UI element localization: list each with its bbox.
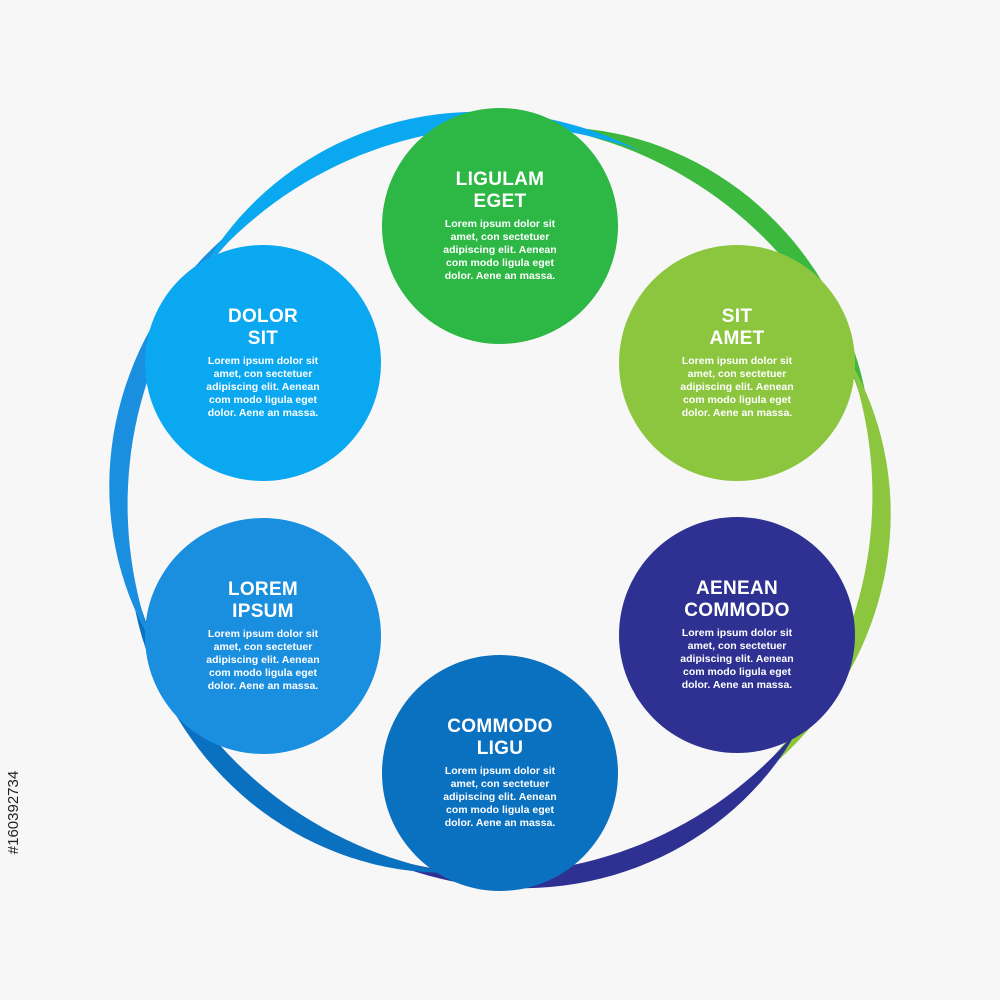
node-title: LIGULAM EGET xyxy=(455,169,545,212)
node-description: Lorem ipsum dolor sit amet, con sectetue… xyxy=(206,628,320,692)
node-title: SIT AMET xyxy=(709,306,765,349)
stock-id-watermark: #160392734 xyxy=(1,752,27,872)
connector-aenean-commodo-to-commodo-ligu xyxy=(359,731,797,889)
node-lorem-ipsum: LOREM IPSUM Lorem ipsum dolor sit amet, … xyxy=(145,518,381,754)
stock-id-text: #160392734 xyxy=(5,770,23,854)
node-commodo-ligu: COMMODO LIGU Lorem ipsum dolor sit amet,… xyxy=(382,655,618,891)
node-title: AENEAN COMMODO xyxy=(684,578,790,621)
node-description: Lorem ipsum dolor sit amet, con sectetue… xyxy=(680,355,794,419)
node-description: Lorem ipsum dolor sit amet, con sectetue… xyxy=(443,218,557,282)
node-description: Lorem ipsum dolor sit amet, con sectetue… xyxy=(443,765,557,829)
node-title: DOLOR SIT xyxy=(227,306,299,349)
node-aenean-commodo: AENEAN COMMODO Lorem ipsum dolor sit ame… xyxy=(619,517,855,753)
node-description: Lorem ipsum dolor sit amet, con sectetue… xyxy=(680,627,794,691)
node-sit-amet: SIT AMET Lorem ipsum dolor sit amet, con… xyxy=(619,245,855,481)
node-ligulam-eget: LIGULAM EGET Lorem ipsum dolor sit amet,… xyxy=(382,108,618,344)
node-title: COMMODO LIGU xyxy=(447,716,553,759)
node-title: LOREM IPSUM xyxy=(227,579,299,622)
connector-dolor-sit-to-ligulam-eget xyxy=(203,111,641,269)
node-dolor-sit: DOLOR SIT Lorem ipsum dolor sit amet, co… xyxy=(145,245,381,481)
node-description: Lorem ipsum dolor sit amet, con sectetue… xyxy=(206,355,320,419)
